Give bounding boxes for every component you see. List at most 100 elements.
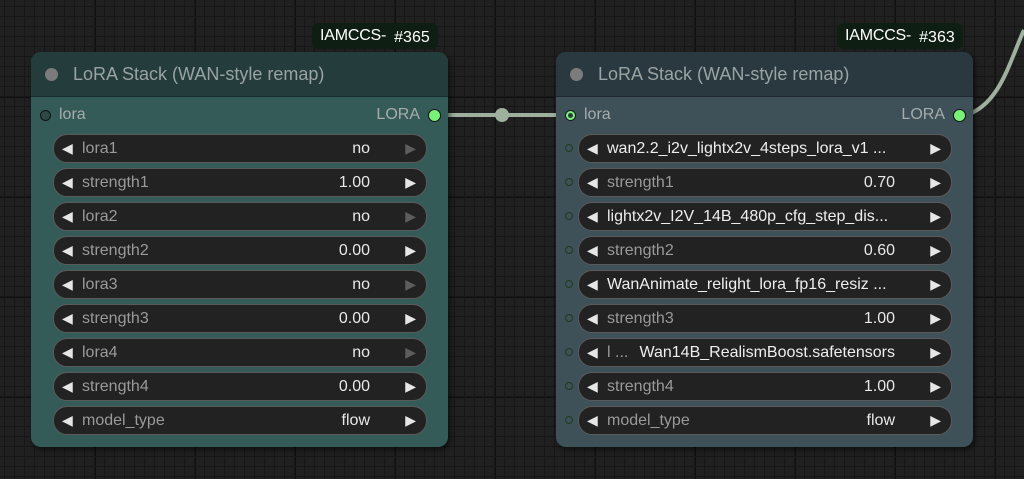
arrow-left-icon[interactable]: ◀ <box>587 310 598 326</box>
node-title-bar[interactable]: LoRA Stack (WAN-style remap) <box>31 52 448 97</box>
widget-input-slot[interactable] <box>565 314 573 322</box>
lora-stack-node-365[interactable]: LoRA Stack (WAN-style remap) lora LORA ◀… <box>31 52 448 447</box>
arrow-left-icon[interactable]: ◀ <box>62 412 73 428</box>
output-slot-lora[interactable] <box>953 108 966 122</box>
widget-value: 0.00 <box>338 241 370 259</box>
collapse-dot-icon[interactable] <box>45 67 58 81</box>
badge-id: #363 <box>919 29 955 46</box>
badge-id: #365 <box>394 29 430 46</box>
arrow-left-icon[interactable]: ◀ <box>587 208 598 224</box>
output-label: LORA <box>376 106 420 123</box>
arrow-left-icon[interactable]: ◀ <box>587 174 598 190</box>
combo-prefix: l ... <box>607 343 629 361</box>
arrow-right-icon[interactable]: ▶ <box>405 412 416 428</box>
widget-input-slot[interactable] <box>565 348 573 356</box>
arrow-left-icon[interactable]: ◀ <box>62 378 73 394</box>
io-row: lora LORA <box>31 102 448 128</box>
node-title-bar[interactable]: LoRA Stack (WAN-style remap) <box>556 52 973 97</box>
output-label: LORA <box>901 106 945 123</box>
arrow-left-icon[interactable]: ◀ <box>587 242 598 258</box>
arrow-right-icon[interactable]: ▶ <box>405 344 416 360</box>
arrow-left-icon[interactable]: ◀ <box>587 140 598 156</box>
arrow-left-icon[interactable]: ◀ <box>62 208 73 224</box>
lora-combo-widget[interactable]: ◀WanAnimate_relight_lora_fp16_resiz ...▶ <box>578 270 952 299</box>
input-slot-lora[interactable] <box>565 109 576 121</box>
lora-combo-widget[interactable]: ◀ l ... Wan14B_RealismBoost.safetensors ▶ <box>578 338 952 367</box>
arrow-right-icon[interactable]: ▶ <box>930 276 941 292</box>
widget-label: lora1 <box>82 139 118 157</box>
arrow-right-icon[interactable]: ▶ <box>405 208 416 224</box>
arrow-left-icon[interactable]: ◀ <box>62 174 73 190</box>
arrow-left-icon[interactable]: ◀ <box>62 310 73 326</box>
arrow-left-icon[interactable]: ◀ <box>62 344 73 360</box>
combo-filename: Wan14B_RealismBoost.safetensors <box>639 343 895 361</box>
widget-input-slot[interactable] <box>565 280 573 288</box>
arrow-right-icon[interactable]: ▶ <box>405 242 416 258</box>
arrow-right-icon[interactable]: ▶ <box>405 276 416 292</box>
widget-value: 0.00 <box>338 377 370 395</box>
widget-value: no <box>352 139 370 157</box>
arrow-right-icon[interactable]: ▶ <box>930 310 941 326</box>
arrow-right-icon[interactable]: ▶ <box>405 310 416 326</box>
lora1-widget[interactable]: ◀ lora1 no ▶ <box>53 134 427 163</box>
arrow-right-icon[interactable]: ▶ <box>930 344 941 360</box>
input-slot-lora[interactable] <box>40 109 51 121</box>
widget-value: 1.00 <box>863 309 895 327</box>
badge-prefix: IAMCCS- <box>320 27 387 44</box>
arrow-left-icon[interactable]: ◀ <box>62 242 73 258</box>
arrow-right-icon[interactable]: ▶ <box>930 174 941 190</box>
widget-value: no <box>352 343 370 361</box>
arrow-left-icon[interactable]: ◀ <box>587 344 598 360</box>
widget-input-slot[interactable] <box>565 144 573 152</box>
link-midpoint-handle[interactable] <box>495 108 509 122</box>
arrow-left-icon[interactable]: ◀ <box>62 276 73 292</box>
widget-label: strength3 <box>82 309 149 327</box>
collapse-dot-icon[interactable] <box>570 67 583 81</box>
lora-combo-widget[interactable]: ◀lightx2v_I2V_14B_480p_cfg_step_dis...▶ <box>578 202 952 231</box>
widget-input-slot[interactable] <box>565 246 573 254</box>
widget-input-slot[interactable] <box>565 212 573 220</box>
output-slot-lora[interactable] <box>428 108 441 122</box>
arrow-right-icon[interactable]: ▶ <box>930 378 941 394</box>
widget-input-slot[interactable] <box>565 178 573 186</box>
lora-combo-widget[interactable]: ◀wan2.2_i2v_lightx2v_4steps_lora_v1 ...▶ <box>578 134 952 163</box>
arrow-right-icon[interactable]: ▶ <box>930 208 941 224</box>
lora-stack-node-363[interactable]: LoRA Stack (WAN-style remap) lora LORA ◀… <box>556 52 973 447</box>
arrow-right-icon[interactable]: ▶ <box>405 378 416 394</box>
arrow-right-icon[interactable]: ▶ <box>405 140 416 156</box>
link-363-output[interactable] <box>965 29 1024 117</box>
arrow-left-icon[interactable]: ◀ <box>587 412 598 428</box>
arrow-right-icon[interactable]: ▶ <box>930 412 941 428</box>
arrow-right-icon[interactable]: ▶ <box>930 242 941 258</box>
arrow-left-icon[interactable]: ◀ <box>62 140 73 156</box>
input-label: lora <box>59 106 86 123</box>
arrow-right-icon[interactable]: ▶ <box>405 174 416 190</box>
widget-input-slot[interactable] <box>565 382 573 390</box>
arrow-left-icon[interactable]: ◀ <box>587 378 598 394</box>
widget-input-slot[interactable] <box>565 416 573 424</box>
arrow-left-icon[interactable]: ◀ <box>587 276 598 292</box>
arrow-right-icon[interactable]: ▶ <box>930 140 941 156</box>
